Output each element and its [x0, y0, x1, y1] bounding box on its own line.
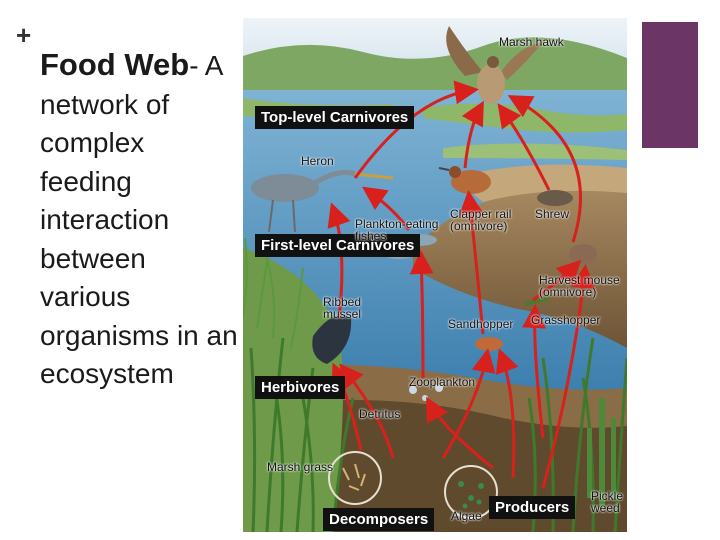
- label-shrew: Shrew: [535, 207, 570, 221]
- ribbed-mussel-figure: [312, 315, 352, 364]
- label-marsh-hawk: Marsh hawk: [499, 35, 564, 49]
- level-label-top-carnivores: Top-level Carnivores: [255, 106, 415, 129]
- slide-body-text: Food Web- A network of complex feeding i…: [40, 46, 240, 394]
- plus-bullet-icon: +: [16, 20, 32, 50]
- sandhopper-figure: [475, 337, 503, 351]
- mud-bank-top: [453, 164, 627, 202]
- label-algae: Algae: [451, 509, 482, 523]
- level-label-decomposers: Decomposers: [323, 508, 435, 531]
- decomposer-circles: [328, 451, 498, 519]
- algae-figure: [458, 481, 484, 509]
- pickle-weed-plant: [587, 398, 616, 508]
- food-web-figure: Top-level Carnivores First-level Carnivo…: [243, 18, 627, 532]
- label-grasshopper: Grasshopper: [531, 313, 601, 327]
- mud-bank: [413, 183, 627, 348]
- accent-bar: [642, 22, 698, 148]
- marsh-hawk-figure: [446, 26, 543, 104]
- food-web-arrows: [327, 80, 595, 489]
- clapper-rail-figure: [438, 166, 491, 194]
- slide-heading: Food Web: [40, 47, 190, 82]
- level-label-herbivores: Herbivores: [255, 376, 346, 399]
- label-marsh-grass: Marsh grass: [267, 460, 334, 474]
- label-heron: Heron: [301, 154, 334, 168]
- heron-figure: [251, 169, 394, 233]
- label-harvest-mouse: Harvest mouse (omnivore): [539, 273, 620, 299]
- label-detritus: Detritus: [359, 407, 401, 421]
- label-ribbed-mussel: Ribbed mussel: [323, 295, 362, 321]
- harvest-mouse-figure: [569, 244, 597, 264]
- shrew-figure: [537, 190, 573, 206]
- bacteria-figure: [342, 463, 366, 491]
- label-pickle-weed: Pickle weed: [591, 489, 624, 515]
- label-plankton-fishes: Plankton-eating fishes: [355, 217, 439, 243]
- slide-definition: - A network of complex feeding interacti…: [40, 50, 238, 389]
- label-clapper-rail: Clapper rail (omnivore): [450, 207, 512, 233]
- label-zooplankton: Zooplankton: [409, 375, 476, 389]
- label-sandhopper: Sandhopper: [448, 317, 514, 331]
- marsh-island: [443, 143, 627, 160]
- level-label-first-carnivores: First-level Carnivores: [255, 234, 421, 257]
- grasshopper-figure: [524, 296, 550, 306]
- level-label-producers: Producers: [489, 496, 576, 519]
